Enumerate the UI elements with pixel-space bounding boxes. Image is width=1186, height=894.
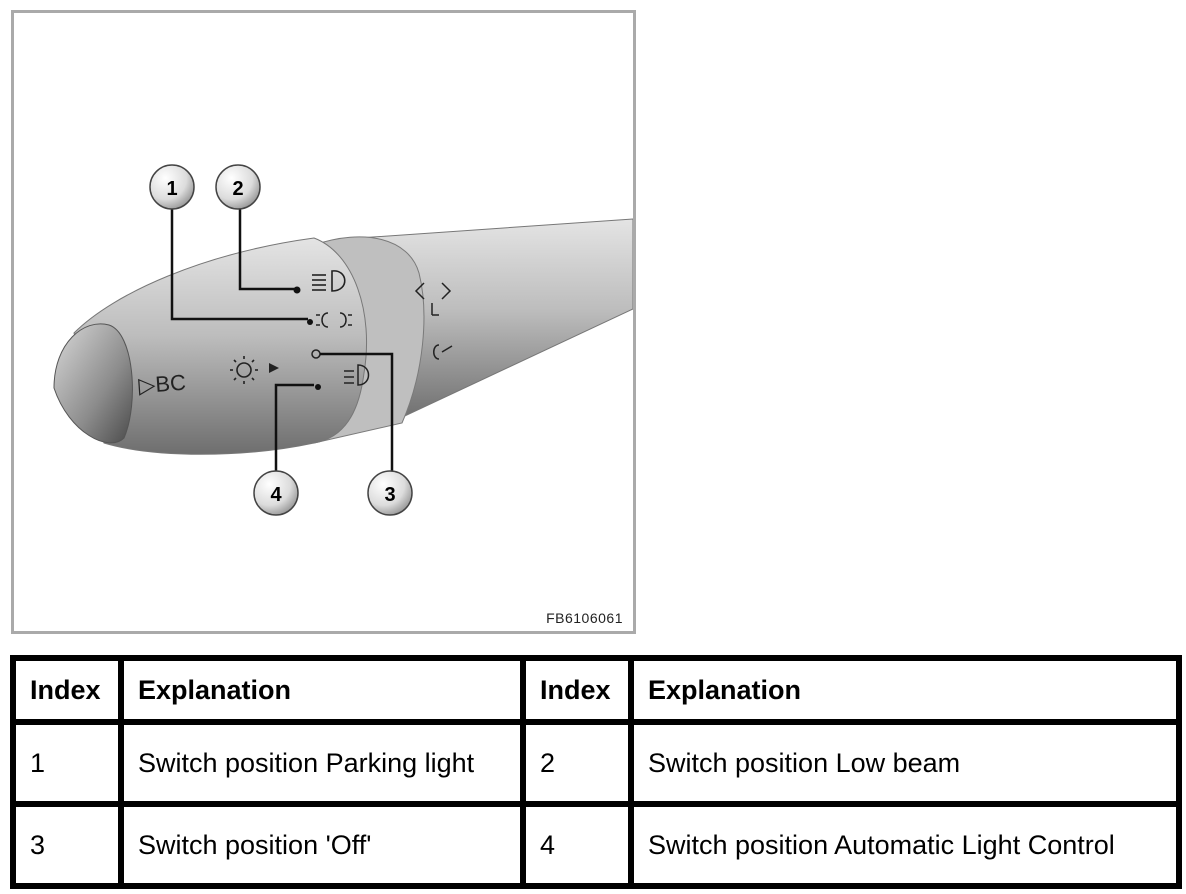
high-beam-flash-icon <box>414 282 453 360</box>
index-cell: 3 <box>10 801 124 889</box>
stalk-body <box>73 237 368 455</box>
index-cell: 1 <box>10 719 124 807</box>
table-row: 3 Switch position 'Off' 4 Switch positio… <box>10 801 1182 889</box>
table-header-row: Index Explanation Index Explanation <box>10 655 1182 725</box>
explanation-cell: Switch position Parking light <box>118 719 526 807</box>
index-cell: 4 <box>520 801 634 889</box>
stalk-tip <box>53 323 133 444</box>
stalk-bc-label: ▷BC <box>138 370 187 398</box>
auto-light-icon <box>344 364 370 386</box>
sun-symbol-icon <box>230 356 258 384</box>
table-row: 1 Switch position Parking light 2 Switch… <box>10 719 1182 807</box>
light-switch-illustration: ▷BC <box>11 10 636 634</box>
index-cell: 2 <box>520 719 634 807</box>
explanation-cell: Switch position 'Off' <box>118 801 526 889</box>
header-explanation: Explanation <box>118 655 526 725</box>
callout-3: 3 <box>367 470 413 516</box>
parking-light-icon <box>316 312 352 328</box>
callout-2-label: 2 <box>232 178 243 200</box>
explanation-cell: Switch position Low beam <box>628 719 1182 807</box>
callout-4-label: 4 <box>270 484 282 506</box>
header-index: Index <box>10 655 124 725</box>
callout-1-label: 1 <box>166 178 177 200</box>
header-explanation: Explanation <box>628 655 1182 725</box>
callout-2: 2 <box>215 164 261 210</box>
header-index: Index <box>520 655 634 725</box>
callout-1: 1 <box>149 164 195 210</box>
explanation-table: Index Explanation Index Explanation 1 Sw… <box>10 655 1182 889</box>
callout-4: 4 <box>253 470 299 516</box>
arrow-marker-icon <box>269 363 279 373</box>
explanation-cell: Switch position Automatic Light Control <box>628 801 1182 889</box>
leader-lines <box>170 209 394 475</box>
low-beam-icon <box>312 270 346 292</box>
callout-3-label: 3 <box>384 484 395 506</box>
figure-code: FB6106061 <box>546 610 623 626</box>
stalk-drawing: ▷BC <box>53 164 633 516</box>
